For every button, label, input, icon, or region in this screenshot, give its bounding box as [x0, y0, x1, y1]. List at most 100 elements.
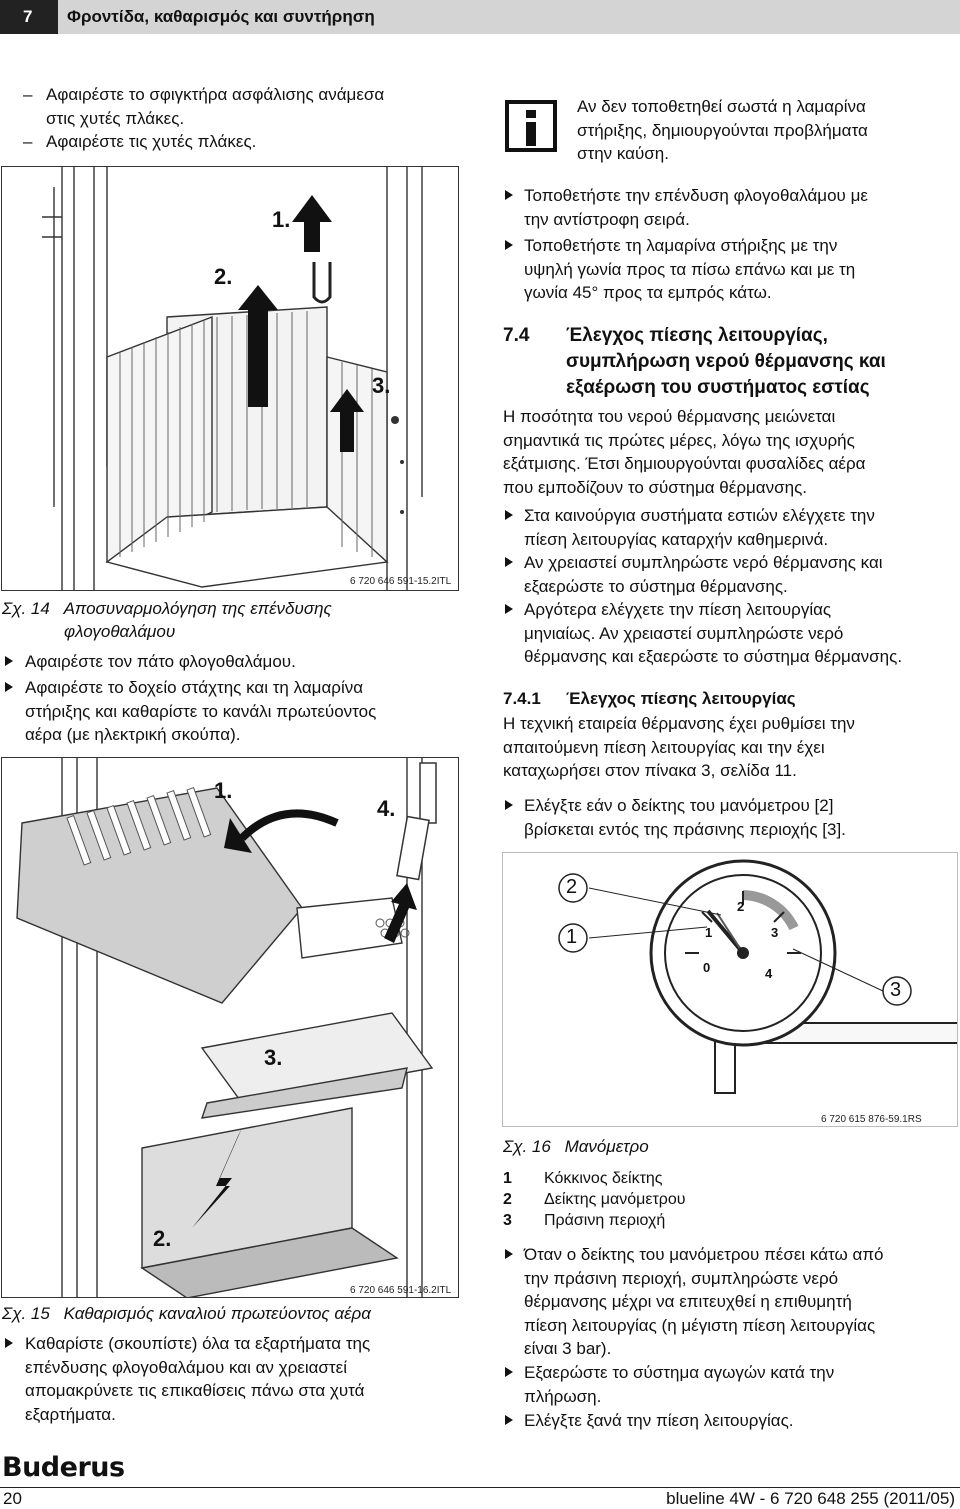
bullet-text: Ελέγξτε ξανά την πίεση λειτουργίας.	[524, 1411, 794, 1430]
legend-text: Πράσινη περιοχή	[544, 1212, 666, 1229]
bullet-line: θέρμανσης και εξαερώστε το σύστημα θέρμα…	[524, 647, 903, 666]
dash-item-line: Αφαιρέστε το σφιγκτήρα ασφάλισης ανάμεσα	[46, 85, 385, 104]
legend-number: 2	[503, 1191, 512, 1208]
bullet-line: εξαερώστε το σύστημα θέρμανσης.	[524, 576, 788, 596]
step-label: 2.	[153, 1226, 172, 1251]
bullet-line: στήριξης και καθαρίστε το κανάλι πρωτεύο…	[25, 701, 377, 721]
bullet-line: γωνία 45° προς τα εμπρός κάτω.	[524, 283, 772, 302]
legend-number: 3	[503, 1212, 512, 1229]
bullet-line: απομακρύνετε τις επικαθίσεις πάνω στα χυ…	[25, 1381, 365, 1400]
dial-number: 2	[737, 899, 745, 914]
bullet-text: Όταν ο δείκτης του μανόμετρου πέσει κάτω…	[524, 1243, 884, 1361]
buderus-logo: Buderus	[2, 1452, 125, 1483]
section-paragraph: Η ποσότητα του νερού θέρμανσης μειώνεται…	[503, 405, 865, 499]
bullet-line: υψηλή γωνία προς τα πίσω επάνω και με τη	[524, 259, 856, 279]
bullet-line: θέρμανσης μέχρι να επιτευχθεί η επιθυμητ…	[524, 1292, 852, 1311]
paragraph-line: καταχωρήσει στον πίνακα 3, σελίδα 11.	[503, 761, 797, 780]
chapter-number: 7	[0, 0, 58, 34]
paragraph-line: Η τεχνική εταιρεία θέρμανσης έχει ρυθμίσ…	[503, 714, 855, 733]
bullet-icon	[5, 682, 13, 692]
legend-text: Δείκτης μανόμετρου	[544, 1191, 686, 1208]
bullet-icon	[505, 557, 513, 567]
subsection-paragraph: Η τεχνική εταιρεία θέρμανσης έχει ρυθμίσ…	[503, 712, 855, 783]
bullet-line: Αν χρειαστεί συμπληρώστε νερό θέρμανσης …	[524, 553, 883, 572]
info-note: Αν δεν τοποθετηθεί σωστά η λαμαρίνα στήρ…	[577, 95, 868, 166]
chapter-title: Φροντίδα, καθαρισμός και συντήρηση	[67, 7, 375, 26]
info-icon	[505, 100, 557, 152]
bullet-icon	[505, 510, 513, 520]
bullet-icon	[505, 1415, 513, 1425]
dash-item-line: Αφαιρέστε τις χυτές πλάκες.	[46, 132, 257, 151]
bullet-icon	[505, 190, 513, 200]
bullet-line: Τοποθετήστε τη λαμαρίνα στήριξης με την	[524, 236, 838, 255]
figure-id: 6 720 615 876-59.1RS	[821, 1114, 922, 1125]
section-number: 7.4	[503, 325, 530, 346]
bullet-line: Στα καινούργια συστήματα εστιών ελέγχετε…	[524, 506, 875, 525]
bullet-text: Αν χρειαστεί συμπληρώστε νερό θέρμανσης …	[524, 551, 883, 598]
bullet-line: Καθαρίστε (σκουπίστε) όλα τα εξαρτήματα …	[25, 1334, 371, 1353]
caption-text: Μανόμετρο	[564, 1137, 649, 1156]
bullet-line: την πράσινη περιοχή, συμπληρώστε νερό	[524, 1268, 839, 1288]
info-line: στήριξης, δημιουργούνται προβλήματα	[577, 120, 868, 140]
bullet-icon	[505, 1367, 513, 1377]
bullet-text: Τοποθετήστε τη λαμαρίνα στήριξης με την …	[524, 234, 855, 305]
bullet-line: πίεση λειτουργίας (η μέγιστη πίεση λειτο…	[524, 1315, 876, 1335]
paragraph-line: που εμποδίζουν το σύστημα θέρμανσης.	[503, 477, 807, 497]
caption-text: φλογοθαλάμου	[64, 622, 176, 641]
paragraph-line: εξάτμισης. Έτσι δημιουργούνται φυσαλίδες…	[503, 454, 866, 473]
section-title-line: συμπλήρωση νερού θέρμανσης και	[566, 351, 886, 372]
step-label: 1.	[272, 207, 291, 232]
bullet-line: πλήρωση.	[524, 1386, 602, 1406]
callout-label: 1	[566, 926, 578, 948]
bullet-text: Τοποθετήστε την επένδυση φλογοθαλάμου με…	[524, 184, 868, 231]
bullet-line: πίεση λειτουργίας καταρχήν καθημερινά.	[524, 529, 829, 549]
caption-text: Καθαρισμός καναλιού πρωτεύοντος αέρα	[63, 1304, 371, 1323]
legend-number: 1	[503, 1170, 512, 1187]
figure-id: 6 720 646 591-16.2ITL	[350, 1285, 452, 1296]
info-line: στην καύση.	[577, 144, 669, 163]
dial-number: 4	[765, 966, 773, 981]
paragraph-line: απαιτούμενη πίεση λειτουργίας και την έχ…	[503, 737, 825, 757]
combustion-chamber-lining-drawing	[42, 167, 423, 590]
bullet-line: Όταν ο δείκτης του μανόμετρου πέσει κάτω…	[524, 1245, 884, 1264]
bullet-line: την αντίστροφη σειρά.	[524, 209, 690, 229]
bullet-line: Ελέγξτε εάν ο δείκτης του μανόμετρου [2]	[524, 796, 834, 815]
caption-number: Σχ. 16	[503, 1137, 551, 1156]
bullet-line: επένδυσης φλογοθαλάμου και αν χρειαστεί	[25, 1357, 347, 1377]
pressure-gauge-drawing	[558, 859, 957, 1094]
bullet-icon	[505, 604, 513, 614]
bullet-icon	[505, 240, 513, 250]
dial-number: 3	[771, 925, 779, 940]
figure-caption: Σχ. 15 Καθαρισμός καναλιού πρωτεύοντος α…	[2, 1302, 371, 1326]
dash-item: – Αφαιρέστε το σφιγκτήρα ασφάλισης ανάμε…	[23, 83, 384, 130]
step-label: 1.	[214, 778, 233, 803]
bullet-line: Αργότερα ελέγχετε την πίεση λειτουργίας	[524, 600, 832, 619]
bullet-text: Ελέγξτε εάν ο δείκτης του μανόμετρου [2]…	[524, 794, 846, 841]
bullet-icon	[5, 656, 13, 666]
bullet-line: Αφαιρέστε το δοχείο στάχτης και τη λαμαρ…	[25, 678, 364, 697]
document-id: blueline 4W - 6 720 648 255 (2011/05)	[666, 1489, 955, 1508]
footer-divider	[0, 1487, 960, 1488]
figure-16: 2 1 3 1 2 3 0 4 6 720 615 876-59.1RS	[502, 852, 958, 1127]
bullet-line: είναι 3 bar).	[524, 1339, 612, 1358]
bullet-line: βρίσκεται εντός της πράσινης περιοχής [3…	[524, 819, 846, 839]
step-label: 3.	[264, 1045, 283, 1070]
caption-number: Σχ. 15	[2, 1304, 50, 1323]
section-title-line: Έλεγχος πίεσης λειτουργίας,	[566, 325, 828, 346]
caption-number: Σχ. 14	[2, 599, 50, 618]
step-label: 4.	[377, 796, 396, 821]
bullet-text: Αφαιρέστε τον πάτο φλογοθαλάμου.	[25, 652, 296, 671]
bullet-text: Εξαερώστε το σύστημα αγωγών κατά την πλή…	[524, 1361, 834, 1408]
bullet-line: Τοποθετήστε την επένδυση φλογοθαλάμου με	[524, 186, 868, 205]
bullet-line: μηνιαίως. Αν χρειαστεί συμπληρώστε νερό	[524, 623, 844, 643]
caption-text: Αποσυναρμολόγηση της επένδυσης	[63, 599, 332, 618]
dial-number: 1	[705, 925, 713, 940]
figure-caption: Σχ. 16 Μανόμετρο	[503, 1135, 649, 1159]
bullet-line: εξαρτήματα.	[25, 1404, 116, 1424]
chapter-header: 7 Φροντίδα, καθαρισμός και συντήρηση	[0, 0, 960, 34]
bullet-text: Αργότερα ελέγχετε την πίεση λειτουργίας …	[524, 598, 902, 669]
subsection-number: 7.4.1	[503, 689, 541, 708]
section-title-line: εξαέρωση του συστήματος εστίας	[566, 377, 870, 398]
bullet-text: Καθαρίστε (σκουπίστε) όλα τα εξαρτήματα …	[25, 1332, 370, 1426]
figure-caption: Σχ. 14 Αποσυναρμολόγηση της επένδυσης	[2, 597, 332, 621]
